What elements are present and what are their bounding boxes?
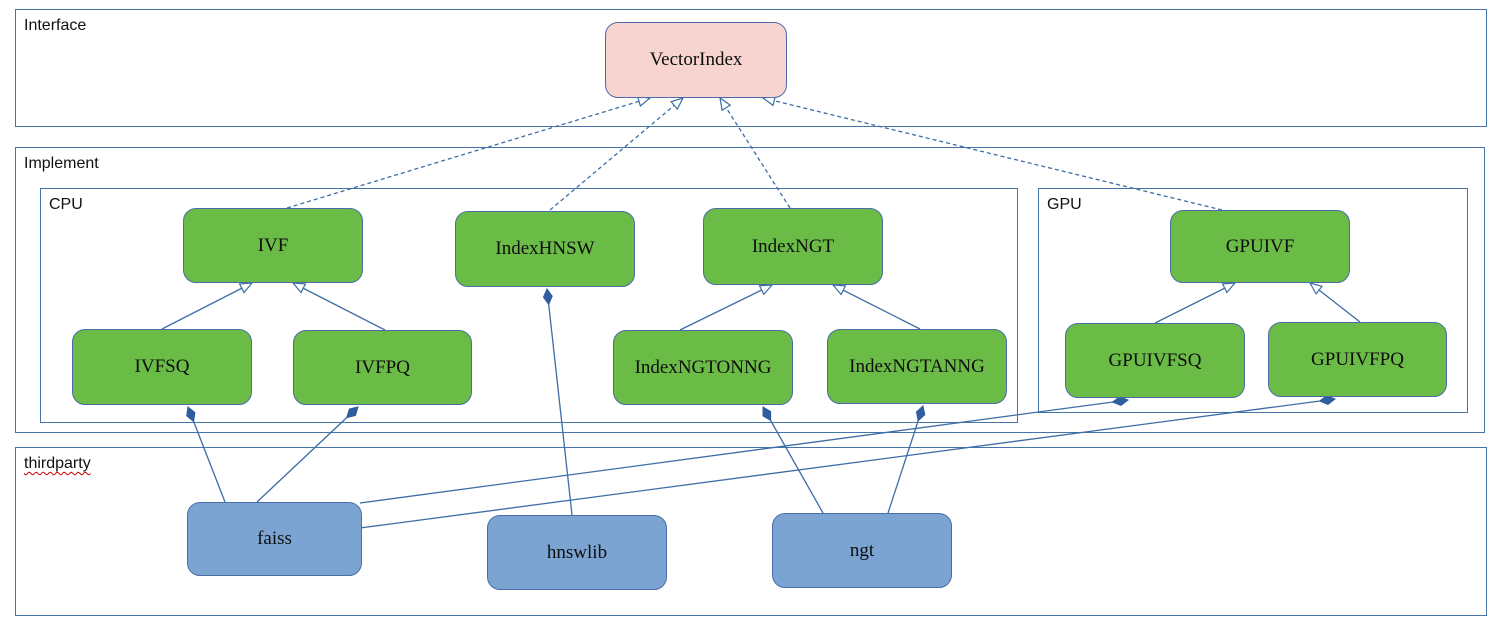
node-gpuivf[interactable]: GPUIVF (1170, 210, 1350, 283)
node-gpuivfsq-label: GPUIVFSQ (1108, 349, 1202, 371)
node-ivfpq[interactable]: IVFPQ (293, 330, 472, 405)
node-hnswlib-label: hnswlib (546, 541, 608, 563)
section-implement-label: Implement (24, 155, 99, 172)
section-interface-label: Interface (24, 17, 87, 34)
node-ivfpq-label: IVFPQ (355, 356, 410, 378)
section-thirdparty-label: thirdparty (24, 455, 91, 472)
node-ivf[interactable]: IVF (183, 208, 363, 283)
node-indexngtonng[interactable]: IndexNGTONNG (613, 330, 793, 405)
node-faiss-label: faiss (257, 528, 292, 549)
node-hnswlib[interactable]: hnswlib (487, 515, 667, 590)
node-ivfsq-label: IVFSQ (134, 356, 190, 377)
node-indexngt[interactable]: IndexNGT (703, 208, 883, 285)
node-vectorindex-label: VectorIndex (649, 49, 743, 70)
node-gpuivf-label: GPUIVF (1225, 235, 1295, 257)
node-ivfsq[interactable]: IVFSQ (72, 329, 252, 405)
node-indexngtanng-label: IndexNGTANNG (849, 355, 985, 377)
section-cpu-label: CPU (49, 196, 83, 213)
node-indexngtonng-label: IndexNGTONNG (634, 356, 772, 378)
node-indexhnsw[interactable]: IndexHNSW (455, 211, 635, 287)
node-vectorindex[interactable]: VectorIndex (605, 22, 787, 98)
node-ngt[interactable]: ngt (772, 513, 952, 588)
node-gpuivfpq[interactable]: GPUIVFPQ (1268, 322, 1447, 397)
node-indexngtanng[interactable]: IndexNGTANNG (827, 329, 1007, 404)
node-ngt-label: ngt (849, 539, 875, 561)
section-gpu-label: GPU (1047, 196, 1082, 213)
node-gpuivfsq[interactable]: GPUIVFSQ (1065, 323, 1245, 398)
node-indexhnsw-label: IndexHNSW (495, 238, 595, 259)
node-faiss[interactable]: faiss (187, 502, 362, 576)
node-ivf-label: IVF (257, 234, 289, 256)
node-indexngt-label: IndexNGT (751, 235, 835, 257)
node-gpuivfpq-label: GPUIVFPQ (1311, 348, 1404, 370)
